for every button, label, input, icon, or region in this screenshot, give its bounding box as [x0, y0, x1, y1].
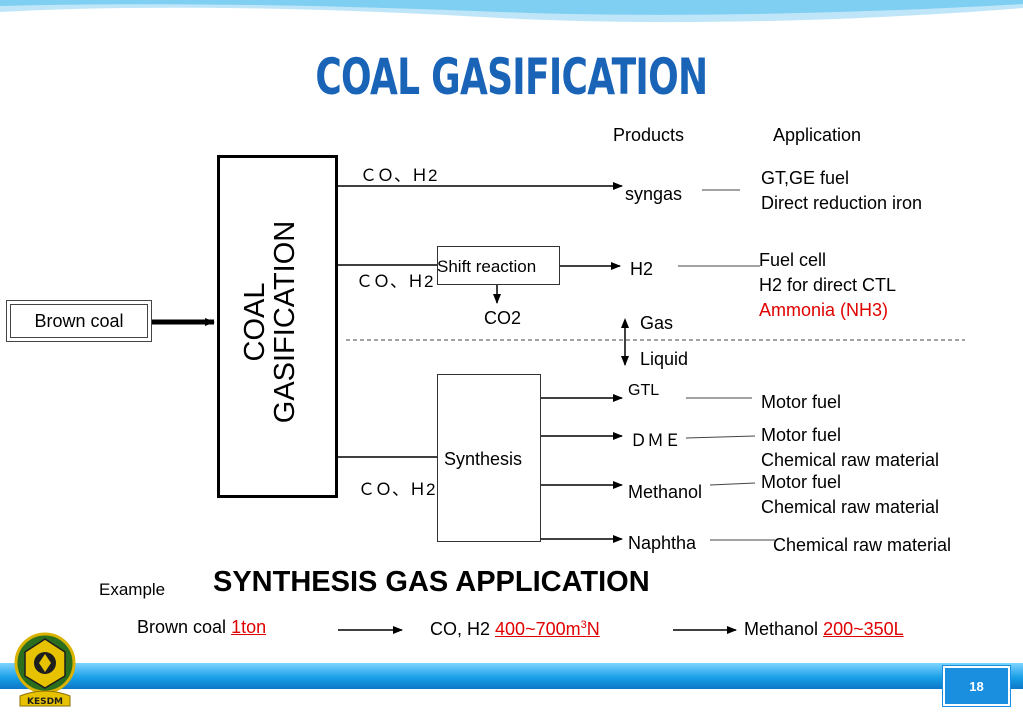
example-methanol-label: Methanol: [744, 619, 819, 639]
example-methanol: Methanol 200~350L: [744, 620, 904, 638]
example-gas-label: CO, H2: [430, 619, 491, 639]
example-methanol-value: 200~350L: [823, 619, 904, 639]
page-number: 18: [943, 666, 1010, 706]
app-methanol-2: Chemical raw material: [761, 497, 940, 517]
product-methanol: Methanol: [628, 482, 703, 502]
gasifier-label-line1: COAL: [239, 282, 271, 362]
logo-text: KESDM: [27, 697, 63, 707]
brown-coal-box: Brown coal: [6, 300, 152, 342]
example-coal-label: Brown coal: [137, 617, 227, 637]
app-methanol-1: Motor fuel: [761, 472, 842, 492]
app-dme-1: Motor fuel: [761, 425, 842, 445]
products-header: Products: [613, 125, 685, 145]
shift-reaction-label: Shift reaction: [437, 257, 537, 276]
co2-label: CO2: [484, 308, 522, 328]
app-h2-1: Fuel cell: [759, 250, 827, 270]
product-dme: ＤＭＥ: [630, 431, 681, 450]
app-dme-2: Chemical raw material: [761, 450, 940, 470]
stream-label-top: ＣＯ、Ｈ2: [360, 166, 438, 185]
app-h2-3: Ammonia (NH3): [759, 300, 889, 320]
kesdm-logo: KESDM: [14, 630, 76, 708]
gasifier-label: COAL GASIFICATION: [239, 217, 301, 427]
product-syngas: syngas: [625, 184, 683, 204]
liquid-label: Liquid: [640, 349, 689, 369]
example-gas: CO, H2 400~700m3N: [430, 619, 600, 639]
product-gtl: GTL: [628, 382, 660, 399]
gasifier-label-line2: GASIFICATION: [269, 220, 301, 424]
product-naphtha: Naphtha: [628, 533, 697, 553]
stream-label-middle: ＣＯ、Ｈ2: [356, 272, 434, 291]
example-coal: Brown coal 1ton: [137, 618, 266, 636]
app-syngas-1: GT,GE fuel: [761, 168, 850, 188]
example-gas-value: 400~700m3N: [495, 619, 600, 639]
app-naphtha-1: Chemical raw material: [773, 535, 952, 555]
page-title: COAL GASIFICATION: [315, 48, 708, 106]
product-h2: H2: [630, 259, 654, 279]
example-coal-value: 1ton: [231, 617, 267, 637]
section-subtitle: SYNTHESIS GAS APPLICATION: [213, 566, 650, 598]
example-label: Example: [99, 580, 166, 599]
footer-bar: [0, 663, 1023, 689]
gas-label: Gas: [640, 313, 674, 333]
example-gas-value-unit: N: [586, 619, 600, 639]
app-syngas-2: Direct reduction iron: [761, 193, 923, 213]
application-header: Application: [773, 125, 862, 145]
stream-label-bottom: ＣＯ、Ｈ2: [358, 480, 436, 499]
gasifier-box: [217, 155, 338, 498]
top-wave-decoration: [0, 0, 1023, 23]
synthesis-box: [437, 374, 541, 542]
synthesis-label: Synthesis: [444, 449, 523, 469]
example-gas-value-number: 400~700m: [495, 619, 581, 639]
example-gas-value-sup: 3: [580, 619, 587, 631]
app-gtl-1: Motor fuel: [761, 392, 842, 412]
shift-reaction-box: [437, 246, 560, 285]
brown-coal-label: Brown coal: [10, 304, 148, 338]
app-h2-2: H2 for direct CTL: [759, 275, 897, 295]
